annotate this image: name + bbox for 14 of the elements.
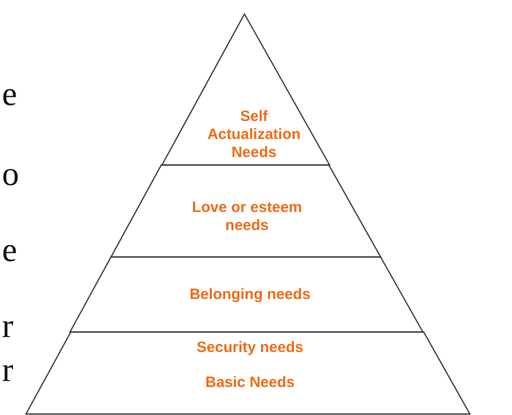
level-label: Love or esteem needs — [190, 199, 303, 235]
level-label: Self Actualization Needs — [206, 108, 302, 162]
level-label: Belonging needs — [188, 286, 312, 304]
level-label: Security needs — [196, 339, 304, 357]
text-fragment: o — [2, 156, 19, 194]
pyramid-level — [162, 14, 330, 165]
text-fragment: e — [2, 76, 18, 114]
pyramid-level — [26, 332, 470, 414]
pyramid-level — [70, 257, 424, 332]
text-fragment: r — [2, 308, 14, 346]
text-fragment: e — [2, 232, 18, 270]
text-fragment: r — [2, 352, 14, 390]
pyramid-level — [111, 165, 381, 257]
level-label: Basic Needs — [204, 374, 296, 392]
